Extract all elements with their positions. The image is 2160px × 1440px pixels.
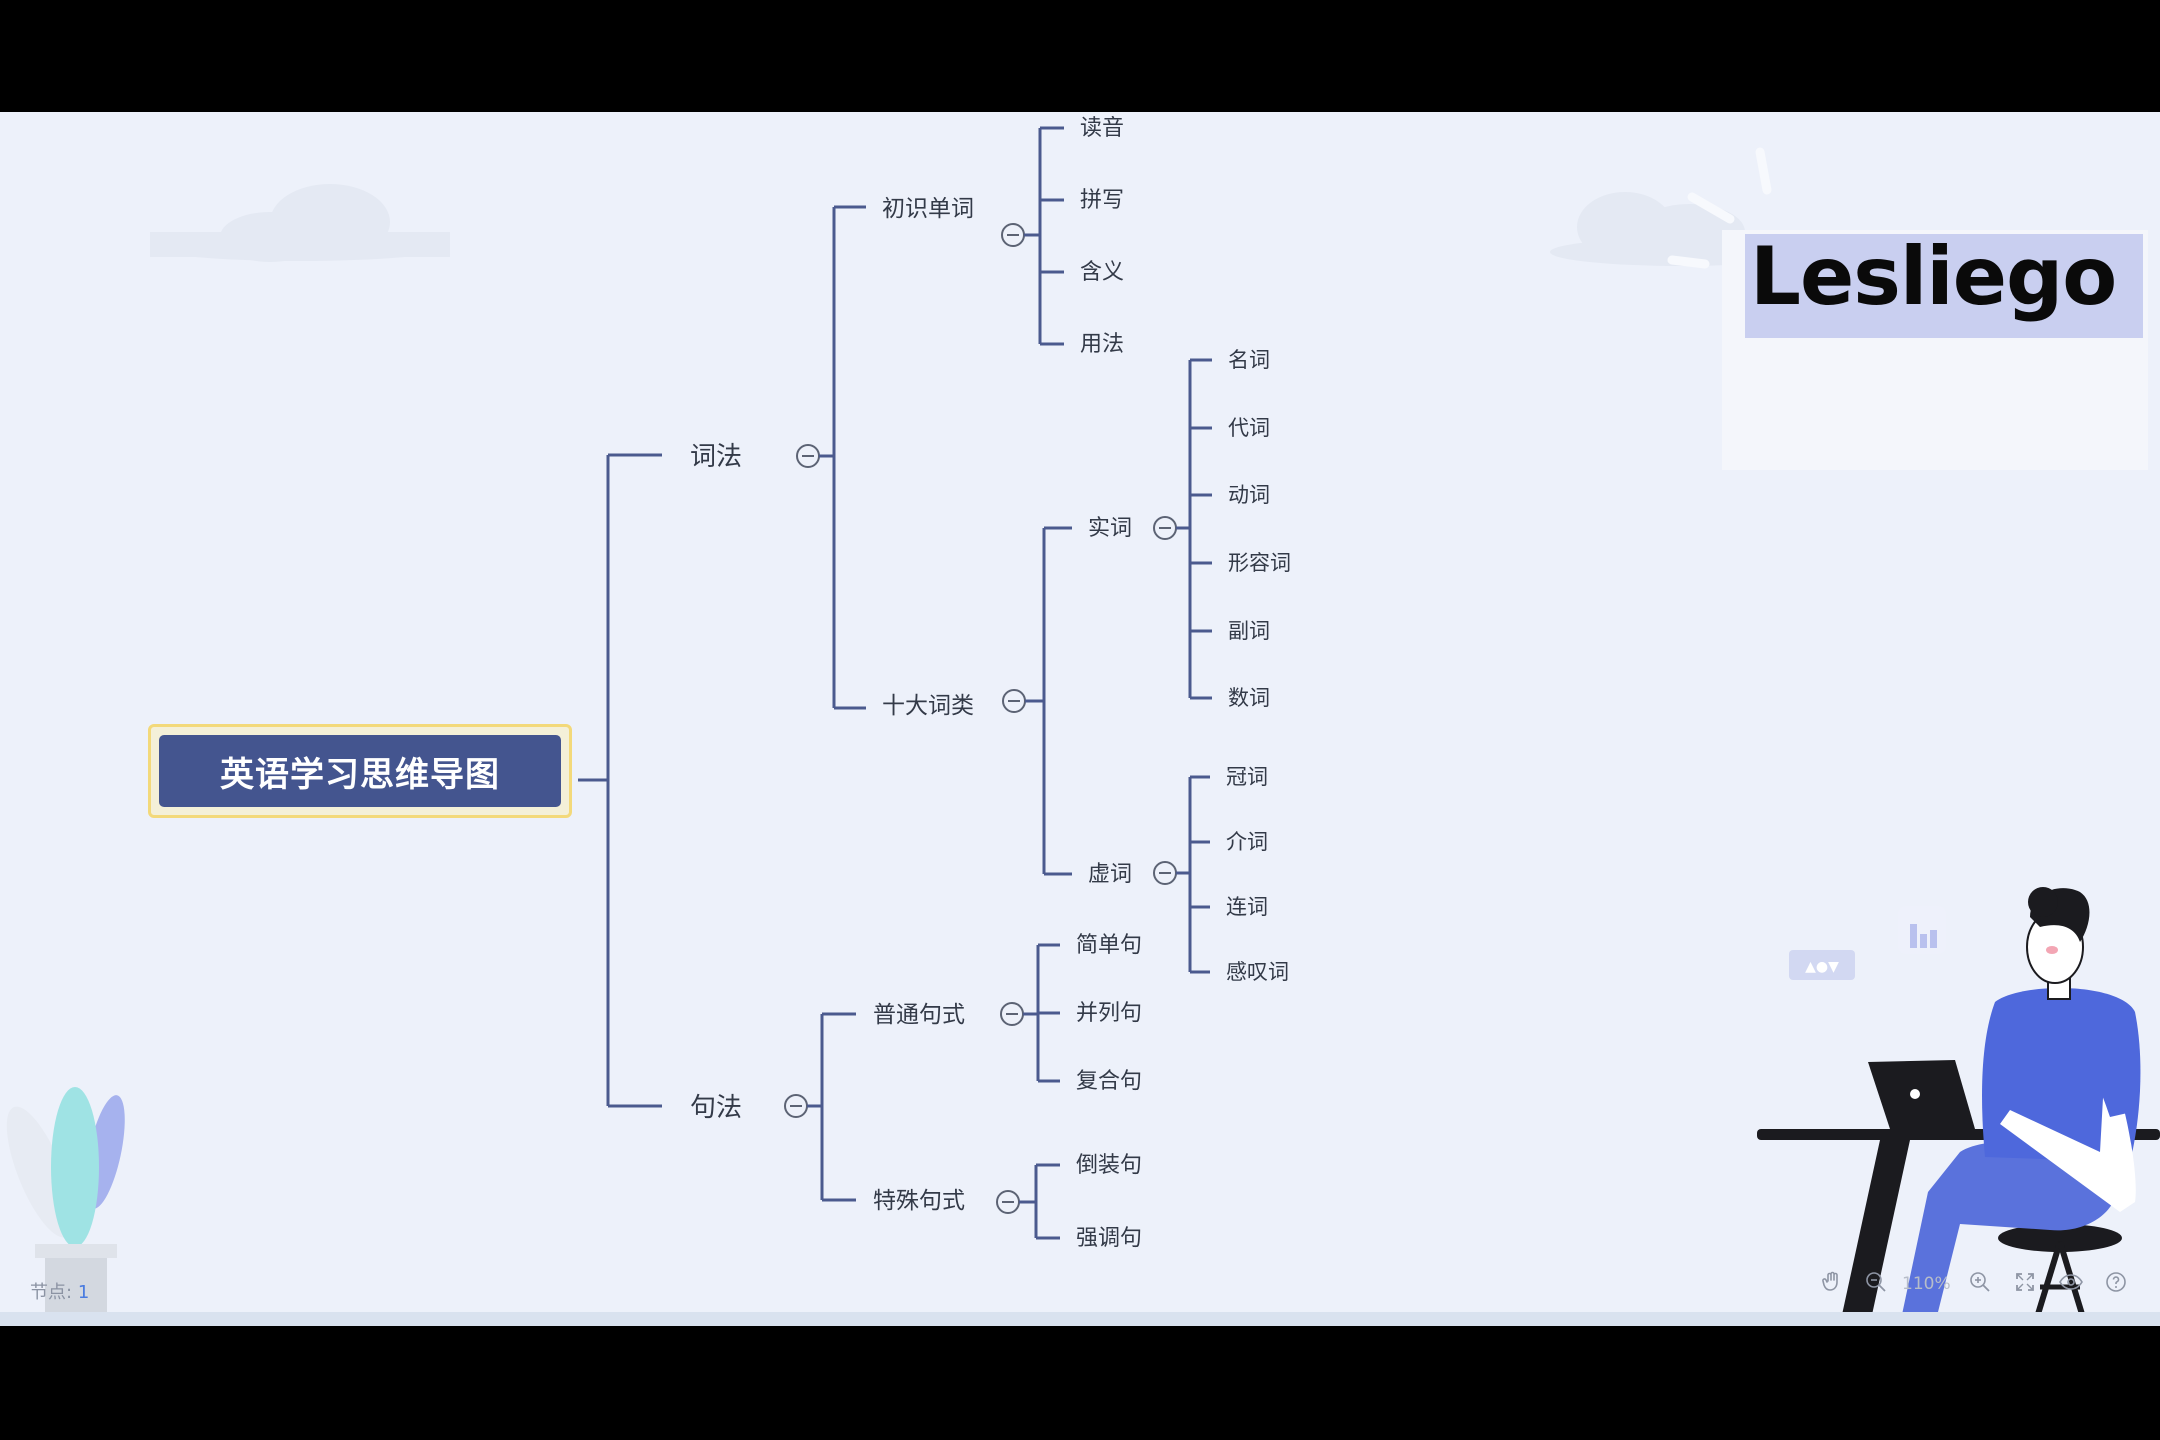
root-node[interactable]: 英语学习思维导图	[148, 724, 572, 818]
node-numeral[interactable]: 数词	[1228, 686, 1270, 710]
cloud-icon	[150, 184, 450, 262]
node-conjunction[interactable]: 连词	[1226, 895, 1268, 919]
function-words-connector	[1176, 775, 1210, 974]
node-preposition[interactable]: 介词	[1226, 830, 1268, 854]
normal-sentences-connector	[1023, 943, 1060, 1083]
node-complex-sentence[interactable]: 复合句	[1076, 1069, 1143, 1094]
node-normal-sentences[interactable]: 普通句式	[873, 1002, 965, 1028]
node-noun[interactable]: 名词	[1228, 348, 1270, 372]
sparkle-icon	[1667, 147, 1772, 269]
node-pronunciation[interactable]: 读音	[1080, 116, 1125, 141]
person-illustration	[1757, 887, 2160, 1324]
logo-highlight	[1745, 234, 2143, 338]
node-compound-sentence[interactable]: 并列句	[1076, 1001, 1143, 1026]
node-syntax[interactable]: 句法	[690, 1093, 743, 1123]
background-decoration: ▲●▼	[6, 147, 2160, 1324]
node-pronoun[interactable]: 代词	[1228, 416, 1270, 440]
syntax-connector	[807, 1012, 856, 1202]
zoom-in-icon[interactable]	[1968, 1270, 1994, 1296]
word-classes-connector	[1025, 526, 1072, 876]
node-interjection[interactable]: 感叹词	[1226, 960, 1289, 984]
hand-icon[interactable]	[1820, 1270, 1846, 1296]
node-meaning[interactable]: 含义	[1080, 260, 1125, 285]
eye-icon[interactable]	[2058, 1270, 2084, 1296]
node-content-words[interactable]: 实词	[1088, 516, 1133, 541]
node-function-words[interactable]: 虚词	[1088, 862, 1133, 887]
node-count-value: 1	[77, 1282, 90, 1303]
fullscreen-icon[interactable]	[2013, 1270, 2039, 1296]
word-basics-connector	[1024, 126, 1064, 346]
root-connector	[578, 453, 662, 1108]
node-count-label: 节点:	[30, 1282, 73, 1303]
chart-badge-icon	[1898, 906, 1946, 954]
root-node-label: 英语学习思维导图	[159, 735, 561, 807]
mindmap-canvas[interactable]: ▲●▼	[0, 112, 2160, 1324]
help-icon[interactable]	[2104, 1270, 2130, 1296]
node-emphasis[interactable]: 强调句	[1076, 1226, 1143, 1251]
text-badge-icon: ▲●▼	[1789, 950, 1855, 980]
special-sentences-connector	[1019, 1163, 1060, 1240]
node-adjective[interactable]: 形容词	[1228, 551, 1291, 575]
svg-text:▲●▼: ▲●▼	[1805, 959, 1839, 975]
node-simple-sentence[interactable]: 简单句	[1076, 933, 1143, 958]
logo-text: Lesliego	[1750, 230, 2117, 323]
node-usage[interactable]: 用法	[1080, 332, 1125, 357]
node-inversion[interactable]: 倒装句	[1076, 1153, 1143, 1178]
node-count-status: 节点: 1	[30, 1278, 89, 1304]
lexicon-connector	[819, 205, 866, 710]
bottom-strip	[0, 1312, 2160, 1326]
zoom-out-icon[interactable]	[1864, 1270, 1890, 1296]
content-words-connector	[1176, 358, 1212, 700]
node-special-sentences[interactable]: 特殊句式	[873, 1188, 965, 1214]
node-lexicon[interactable]: 词法	[690, 442, 743, 472]
node-adverb[interactable]: 副词	[1228, 619, 1270, 643]
node-word-basics[interactable]: 初识单词	[882, 196, 974, 222]
node-spelling[interactable]: 拼写	[1080, 188, 1125, 213]
node-verb[interactable]: 动词	[1228, 483, 1270, 507]
zoom-level: 110%	[1902, 1274, 1951, 1294]
node-article[interactable]: 冠词	[1226, 765, 1268, 789]
mindmap-connectors	[578, 126, 1212, 1240]
node-ten-word-classes[interactable]: 十大词类	[882, 693, 974, 719]
